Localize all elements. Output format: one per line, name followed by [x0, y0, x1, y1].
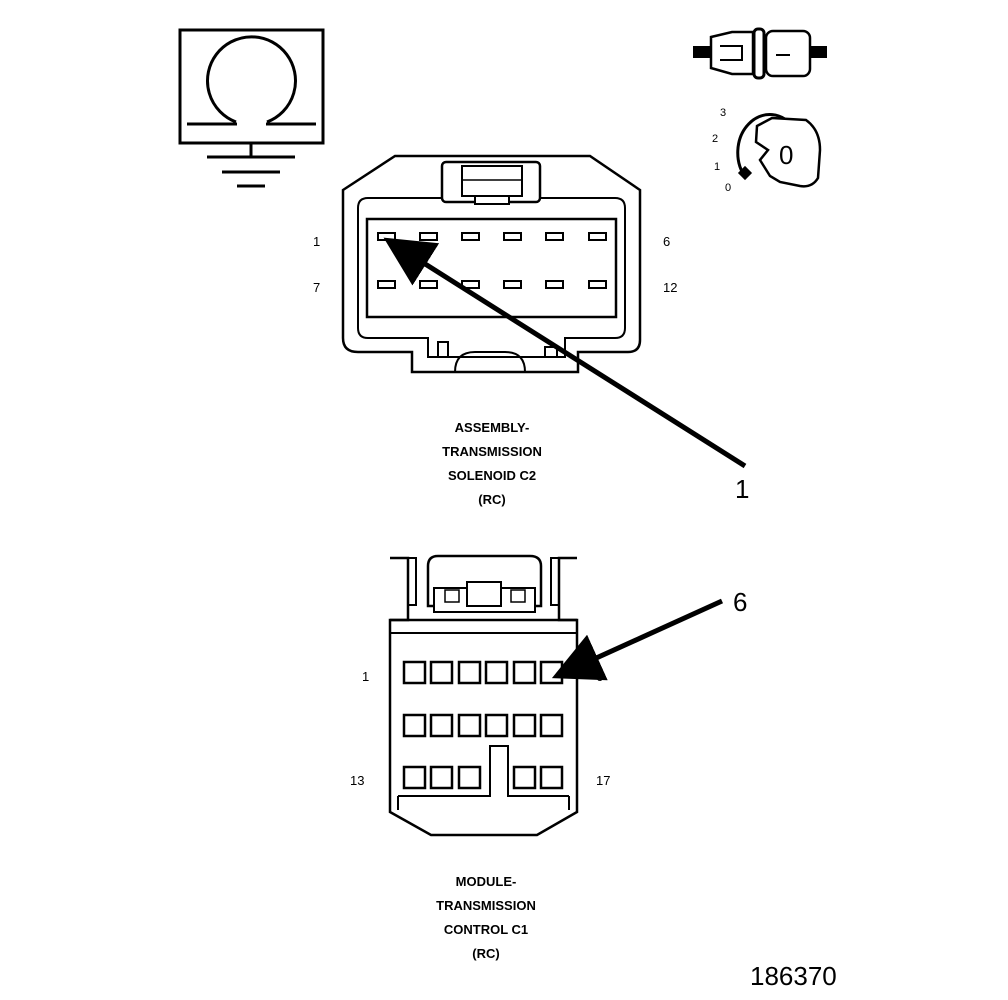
c2-pin-label-top-right: 6	[663, 234, 670, 249]
c2-terminal-cavity	[545, 280, 564, 289]
c1-terminal-cavity	[512, 660, 537, 685]
connector-c1-pins	[402, 660, 564, 790]
c1-caption-line-3: CONTROL C1	[444, 922, 528, 937]
c1-terminal-cavity	[539, 713, 564, 738]
c1-terminal-cavity	[429, 713, 454, 738]
c1-caption-line-2: TRANSMISSION	[436, 898, 536, 913]
c1-terminal-cavity	[402, 713, 427, 738]
c1-pin-label-bottom-left: 13	[350, 773, 364, 788]
connector-c2: 1 6 7 12	[313, 154, 677, 374]
c1-terminal-cavity	[512, 713, 537, 738]
c1-pin-label-top-right: 6	[596, 669, 603, 684]
connector-c1: 1 6 13 17	[350, 554, 610, 837]
c1-pin-label-top-left: 1	[362, 669, 369, 684]
c1-terminal-cavity	[402, 660, 427, 685]
connector-c2-housing-outer	[341, 154, 642, 374]
c2-caption-line-2: TRANSMISSION	[442, 444, 542, 459]
c1-terminal-cavity	[457, 660, 482, 685]
c2-callout-number: 1	[735, 474, 749, 504]
ignition-key-off-icon: 3 2 1 0 0	[712, 107, 822, 194]
c1-terminal-cavity	[484, 660, 509, 685]
c2-pin-label-bottom-left: 7	[313, 280, 320, 295]
connector-c2-caption: ASSEMBLY- TRANSMISSION SOLENOID C2 (RC)	[442, 420, 542, 507]
c1-terminal-cavity	[457, 713, 482, 738]
c2-terminal-cavity	[461, 232, 480, 241]
connector-c2-cavity-area	[365, 217, 618, 319]
c1-terminal-cavity	[512, 765, 537, 790]
c2-terminal-cavity	[503, 280, 522, 289]
c2-terminal-cavity	[419, 280, 438, 289]
ohmmeter-ground-icon	[178, 28, 325, 188]
c1-terminal-cavity	[457, 765, 482, 790]
c2-terminal-cavity	[503, 232, 522, 241]
c1-caption-line-4: (RC)	[472, 946, 499, 961]
c2-terminal-cavity	[545, 232, 564, 241]
c2-pin-label-top-left: 1	[313, 234, 320, 249]
connector-c1-housing	[388, 618, 579, 837]
c2-callout-arrow	[383, 237, 747, 469]
c1-terminal-cavity	[539, 765, 564, 790]
c2-terminal-cavity	[377, 232, 396, 241]
c2-caption-line-3: SOLENOID C2	[448, 468, 536, 483]
c2-terminal-cavity	[419, 232, 438, 241]
c1-terminal-cavity	[429, 765, 454, 790]
c2-pin-label-bottom-right: 12	[663, 280, 677, 295]
c1-terminal-cavity	[539, 660, 564, 685]
ignition-position-1: 1	[714, 161, 720, 173]
c2-caption-line-4: (RC)	[478, 492, 505, 507]
connector-c2-housing-inner	[357, 197, 626, 358]
c1-pin-label-bottom-right: 17	[596, 773, 610, 788]
c2-terminal-cavity	[377, 280, 396, 289]
c1-callout-number: 6	[733, 587, 747, 617]
connector-c1-caption: MODULE- TRANSMISSION CONTROL C1 (RC)	[436, 874, 536, 961]
figure-number: 186370	[750, 961, 837, 991]
c1-callout-arrow	[551, 598, 724, 681]
c2-terminal-cavity	[588, 280, 607, 289]
c2-terminal-cavity	[588, 232, 607, 241]
c1-terminal-cavity	[429, 660, 454, 685]
ignition-position-3: 3	[720, 107, 726, 119]
c1-terminal-cavity	[484, 713, 509, 738]
c2-caption-line-1: ASSEMBLY-	[455, 420, 530, 435]
c1-terminal-cavity	[402, 765, 427, 790]
c1-caption-line-1: MODULE-	[456, 874, 517, 889]
connector-c2-pins	[377, 232, 607, 289]
ignition-position-2: 2	[712, 133, 718, 145]
ignition-key-label: 0	[779, 140, 793, 170]
ignition-position-0: 0	[725, 182, 731, 194]
connector-disconnect-icon	[693, 27, 827, 80]
